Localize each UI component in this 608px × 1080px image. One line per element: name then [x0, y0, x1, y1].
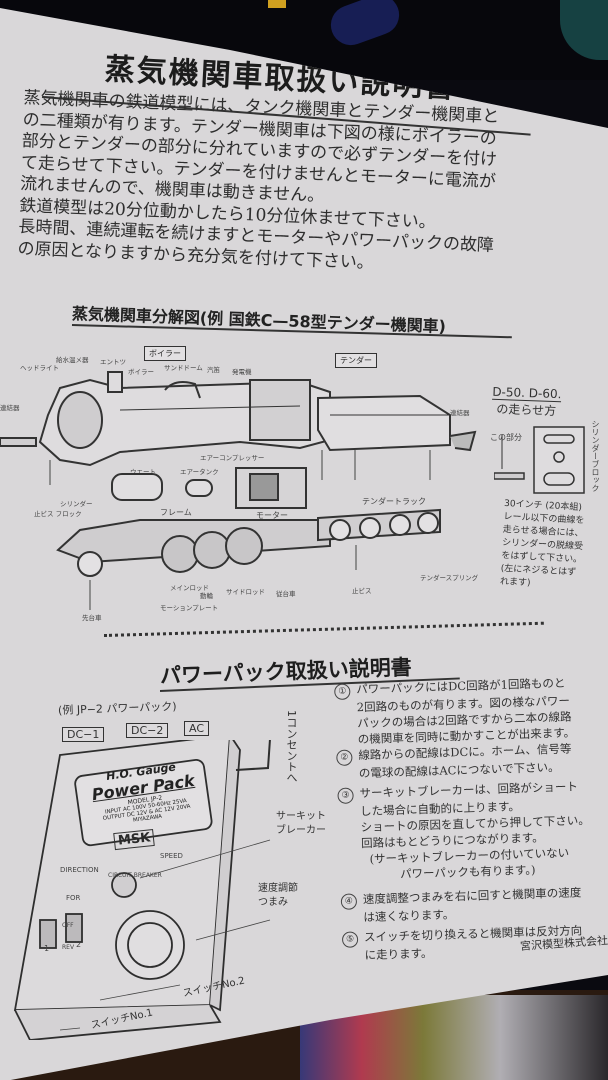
part-label: 給水温メ器 — [56, 356, 89, 364]
direction-label: DIRECTION — [60, 866, 99, 874]
step-number: ④ — [340, 893, 358, 910]
part-label: サイドロッド — [226, 588, 265, 596]
terminal-dc1: DC−1 — [62, 727, 105, 742]
circuit-breaker-label: CIRCUIT BREAKER — [108, 872, 162, 879]
part-label: フレーム — [160, 508, 192, 517]
tender-tag: テンダー — [335, 353, 377, 368]
cylinder-block-diagram — [494, 426, 585, 494]
part-label: 連結器 — [0, 404, 20, 412]
terminal-dc2: DC−2 — [126, 723, 169, 738]
part-label: シリンダー — [60, 500, 93, 508]
outlet-callout: 1コンセントへ — [285, 710, 298, 783]
part-label: サンドドーム — [164, 364, 203, 372]
part-label: ボイラー — [128, 368, 154, 376]
part-label: テンダートラック — [362, 497, 426, 506]
switch2-number: 2 — [76, 940, 82, 949]
part-label: 発電機 — [232, 368, 252, 376]
boiler-tag: ボイラー — [144, 346, 186, 361]
power-pack-example: (例 JP−2 パワーパック) — [57, 699, 177, 718]
step-line: 速度調整つまみを右に回すと機関車の速度 — [362, 885, 582, 907]
part-label: ウエート — [130, 468, 156, 476]
d50-note: D-50. D-60. の走らせ方 — [491, 384, 562, 419]
switch1-number: 1 — [44, 944, 50, 953]
part-label: 止ビス フロック — [34, 510, 82, 518]
breaker-callout: サーキットブレーカー — [276, 811, 326, 836]
part-label: エアーコンプレッサー — [200, 454, 265, 462]
exploded-view-title: 蒸気機関車分解図(例 国鉄C—58型テンダー機関車) — [71, 304, 447, 337]
off-label: OFF — [62, 922, 74, 929]
rev-label: REV — [62, 944, 75, 951]
part-label: 汽笛 — [207, 366, 220, 374]
part-label: エアータンク — [180, 468, 219, 476]
speed-knob-callout: 速度調節つまみ — [258, 883, 298, 908]
power-pack-diagram — [13, 740, 273, 1040]
step-line: サーキットブレーカーは、回路がショート — [359, 779, 579, 801]
step-number: ② — [336, 749, 353, 766]
step-number: ③ — [337, 787, 354, 804]
part-label: 止ビス — [352, 587, 372, 595]
part-label: ヘッドライト — [20, 364, 59, 372]
d50-note-text: 30インチ (20本組) レール以下の曲線を 走らせる場合には、 シリンダーの脱… — [500, 498, 586, 593]
part-label: エントツ — [100, 358, 126, 366]
part-label: モーションプレート — [160, 604, 219, 612]
part-label: メインロッド — [170, 584, 209, 592]
cylinder-block-label: シリンダーブロック — [591, 420, 600, 492]
section-divider — [103, 621, 544, 637]
part-label: テンダースプリング — [420, 574, 479, 582]
locomotive-exploded-diagram — [0, 371, 477, 610]
d50-note-subtitle: の走らせ方 — [496, 401, 557, 419]
intro-paragraph: 蒸気機関車の鉄道模型には、タンク機関車とテンダー機関車と の二種類が有ります。テ… — [17, 88, 500, 279]
for-label: FOR — [66, 894, 81, 902]
terminal-ac: AC — [184, 721, 210, 736]
part-label: 動輪 — [200, 592, 213, 600]
speed-label: SPEED — [160, 852, 183, 860]
part-label: 連結器 — [450, 409, 470, 417]
background-object — [268, 0, 286, 8]
step-number: ⑤ — [341, 931, 359, 948]
part-label: 先台車 — [82, 614, 102, 622]
d50-pointer-label: この部分 — [490, 433, 522, 442]
step-number: ① — [334, 683, 351, 700]
part-label: モーター — [256, 511, 288, 520]
part-label: 従台車 — [276, 590, 296, 598]
